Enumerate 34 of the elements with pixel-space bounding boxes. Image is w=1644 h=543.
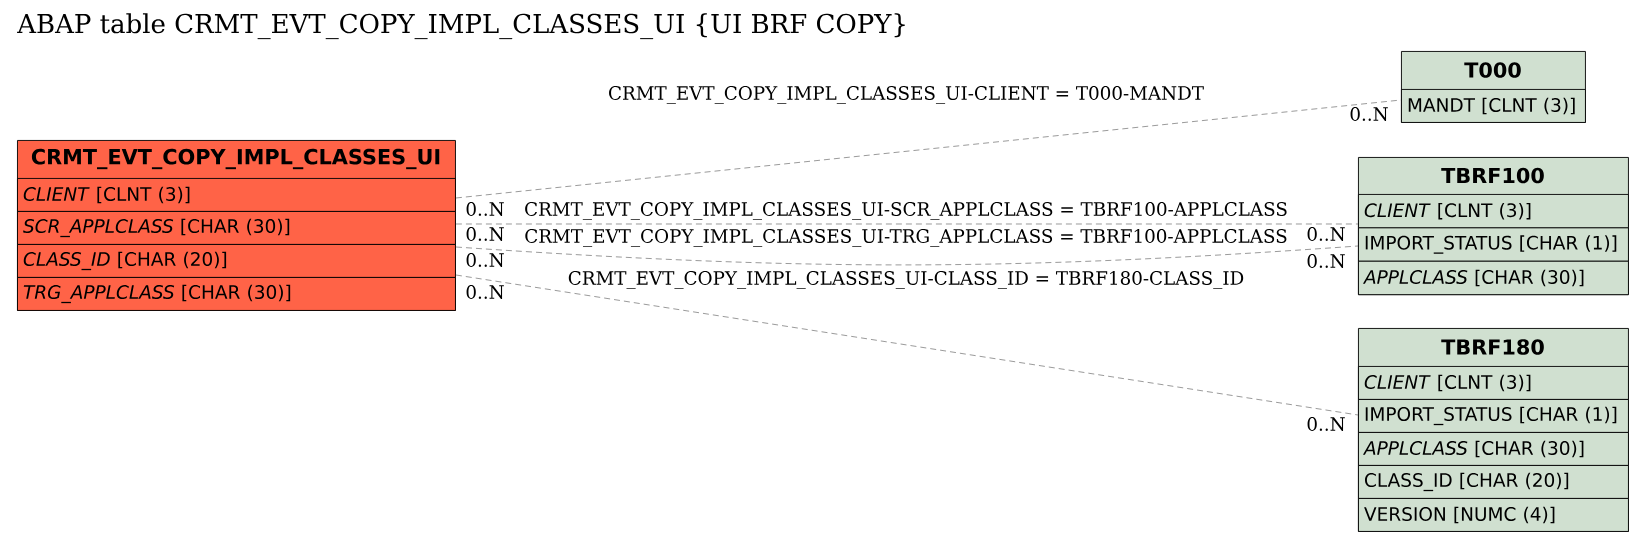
cardinality-label: 0..N (1307, 227, 1345, 241)
table-row: IMPORT_STATUS [CHAR (1)] (1358, 227, 1629, 262)
cardinality-label: 0..N (1350, 107, 1388, 121)
connector-line (455, 99, 1402, 199)
table-row: SCR_APPLCLASS [CHAR (30)] (17, 211, 456, 245)
cardinality-label: 0..N (1307, 417, 1345, 431)
cardinality-label: 0..N (466, 227, 504, 241)
cardinality-label: 0..N (1307, 254, 1345, 268)
table-row: IMPORT_STATUS [CHAR (1)] (1358, 399, 1629, 433)
table-header: TBRF100 (1441, 167, 1544, 184)
edge-label: CRMT_EVT_COPY_IMPL_CLASSES_UI-TRG_APPLCLASS = TBRF100-APPLCLASS (523, 228, 1289, 248)
table-header: TBRF180 (1441, 339, 1544, 355)
connector-line (455, 274, 1359, 416)
table-row: APPLCLASS [CHAR (30)] (1358, 260, 1629, 296)
table-row: CLIENT [CLNT (3)] (1358, 366, 1629, 400)
cardinality-label: 0..N (466, 253, 504, 267)
edge-label: CRMT_EVT_COPY_IMPL_CLASSES_UI-CLASS_ID = TBRF180-CLASS_ID (566, 270, 1246, 290)
edge-label: CRMT_EVT_COPY_IMPL_CLASSES_UI-CLIENT = T000-MANDT (607, 85, 1205, 105)
table-row: VERSION [NUMC (4)] (1358, 498, 1629, 532)
table-row: CLASS_ID [CHAR (20)] (1358, 465, 1629, 499)
edge-label: CRMT_EVT_COPY_IMPL_CLASSES_UI-SCR_APPLCLASS = TBRF100-APPLCLASS (523, 201, 1289, 221)
table-header: CRMT_EVT_COPY_IMPL_CLASSES_UI (31, 148, 440, 170)
table-header: T000 (1464, 62, 1521, 78)
table-row: CLIENT [CLNT (3)] (17, 178, 456, 212)
connector-line (455, 223, 1359, 225)
table-row: CLASS_ID [CHAR (20)] (17, 244, 456, 278)
title: ABAP table CRMT_EVT_COPY_IMPL_CLASSES_UI {UI BRF COPY} (17, 13, 905, 40)
cardinality-label: 0..N (466, 202, 504, 216)
table-row: APPLCLASS [CHAR (30)] (1358, 432, 1629, 466)
table-row: TRG_APPLCLASS [CHAR (30)] (17, 277, 456, 311)
table-row: CLIENT [CLNT (3)] (1358, 194, 1629, 229)
cardinality-label: 0..N (466, 285, 504, 299)
connector-line (455, 245, 1359, 266)
table-row: MANDT [CLNT (3)] (1401, 89, 1586, 123)
